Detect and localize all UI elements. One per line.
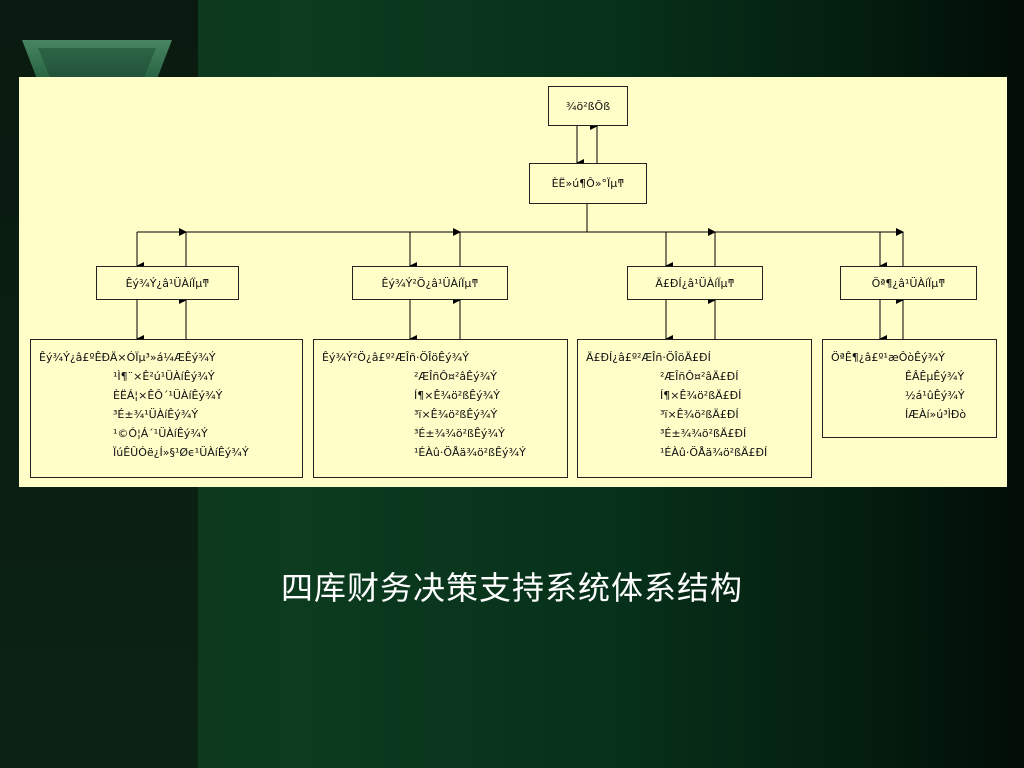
detail-line: ½á¹ûÊý¾Ý: [905, 389, 965, 402]
kbms-header-box: Öª¶¿â¹ÜÀíÏµͳ: [840, 266, 977, 300]
detail-line: ³É±¾¾ö²ßÊý¾Ý: [414, 427, 505, 440]
detail-line: ÈËÁ¦×ÊÔ´¹ÜÀíÊý¾Ý: [113, 389, 223, 402]
detail-line: ³É±¾¾ö²ßÄ£ÐÍ: [660, 427, 747, 440]
hub-box: ÈË»ú¶Ô»°Ïµͳ: [529, 163, 647, 204]
data-warehouse-detail-box: Êý¾Ý²Ö¿â£º²ÆÎñ·ÖÎöÊý¾Ý ²ÆÎñÔ¤²âÊý¾Ý Í¶×Ê…: [313, 339, 568, 478]
detail-line: ÍÆÀí»ú³ÌÐò: [905, 408, 967, 421]
root-label: ¾ö²ßÕß: [565, 99, 611, 113]
detail-line: Ä£ÐÍ¿â£º²ÆÎñ·ÖÎöÄ£ÐÍ: [586, 351, 711, 364]
detail-line: ÏúÊÛÓë¿Í»§¹Øϵ¹ÜÀíÊý¾Ý: [113, 446, 249, 459]
detail-line: Êý¾Ý¿â£ºÊÐÄ×ÓÏµ³»á¼ÆÊý¾Ý: [39, 351, 216, 364]
detail-line: ³ï×Ê¾ö²ßÊý¾Ý: [414, 408, 498, 421]
dwms-header-label: Êý¾Ý²Ö¿â¹ÜÀíÏµͳ: [381, 276, 479, 290]
hub-label: ÈË»ú¶Ô»°Ïµͳ: [551, 177, 625, 190]
root-box: ¾ö²ßÕß: [548, 86, 628, 126]
database-detail-box: Êý¾Ý¿â£ºÊÐÄ×ÓÏµ³»á¼ÆÊý¾Ý ¹Ì¶¨×Ê²ú¹ÜÀíÊý¾…: [30, 339, 303, 478]
detail-line: Í¶×Ê¾ö²ßÄ£ÐÍ: [660, 389, 742, 402]
dwms-header-box: Êý¾Ý²Ö¿â¹ÜÀíÏµͳ: [352, 266, 508, 300]
kbms-header-label: Öª¶¿â¹ÜÀíÏµͳ: [871, 276, 946, 290]
dbms-header-box: Êý¾Ý¿â¹ÜÀíÏµͳ: [96, 266, 239, 300]
knowledge-base-detail-box: ÖªÊ¶¿â£º¹æÔòÊý¾Ý ÊÂÊµÊý¾Ý ½á¹ûÊý¾Ý ÍÆÀí»…: [822, 339, 997, 438]
detail-line: ²ÆÎñÔ¤²âÄ£ÐÍ: [660, 370, 739, 383]
detail-line: ¹Ì¶¨×Ê²ú¹ÜÀíÊý¾Ý: [113, 370, 215, 383]
detail-line: ¹ÉÀû·ÖÅä¾ö²ßÄ£ÐÍ: [660, 446, 768, 459]
detail-line: Í¶×Ê¾ö²ßÊý¾Ý: [414, 389, 500, 402]
dbms-header-label: Êý¾Ý¿â¹ÜÀíÏµͳ: [125, 276, 210, 290]
detail-line: ³É±¾¹ÜÀíÊý¾Ý: [113, 408, 199, 421]
detail-line: ÊÂÊµÊý¾Ý: [905, 370, 965, 383]
mbms-header-box: Ä£ÐÍ¿â¹ÜÀíÏµͳ: [627, 266, 763, 300]
detail-line: ³ï×Ê¾ö²ßÄ£ÐÍ: [660, 408, 739, 421]
detail-line: ²ÆÎñÔ¤²âÊý¾Ý: [414, 370, 497, 383]
detail-line: ¹ÉÀû·ÖÅä¾ö²ßÊý¾Ý: [414, 446, 526, 459]
mbms-header-label: Ä£ÐÍ¿â¹ÜÀíÏµͳ: [655, 276, 735, 290]
detail-line: ÖªÊ¶¿â£º¹æÔòÊý¾Ý: [831, 351, 945, 364]
slide-caption: 四库财务决策支持系统体系结构: [280, 569, 743, 607]
detail-line: Êý¾Ý²Ö¿â£º²ÆÎñ·ÖÎöÊý¾Ý: [322, 351, 469, 364]
model-base-detail-box: Ä£ÐÍ¿â£º²ÆÎñ·ÖÎöÄ£ÐÍ ²ÆÎñÔ¤²âÄ£ÐÍ Í¶×Ê¾ö…: [577, 339, 812, 478]
detail-line: ¹©Ó¦Á´¹ÜÀíÊý¾Ý: [113, 427, 208, 440]
